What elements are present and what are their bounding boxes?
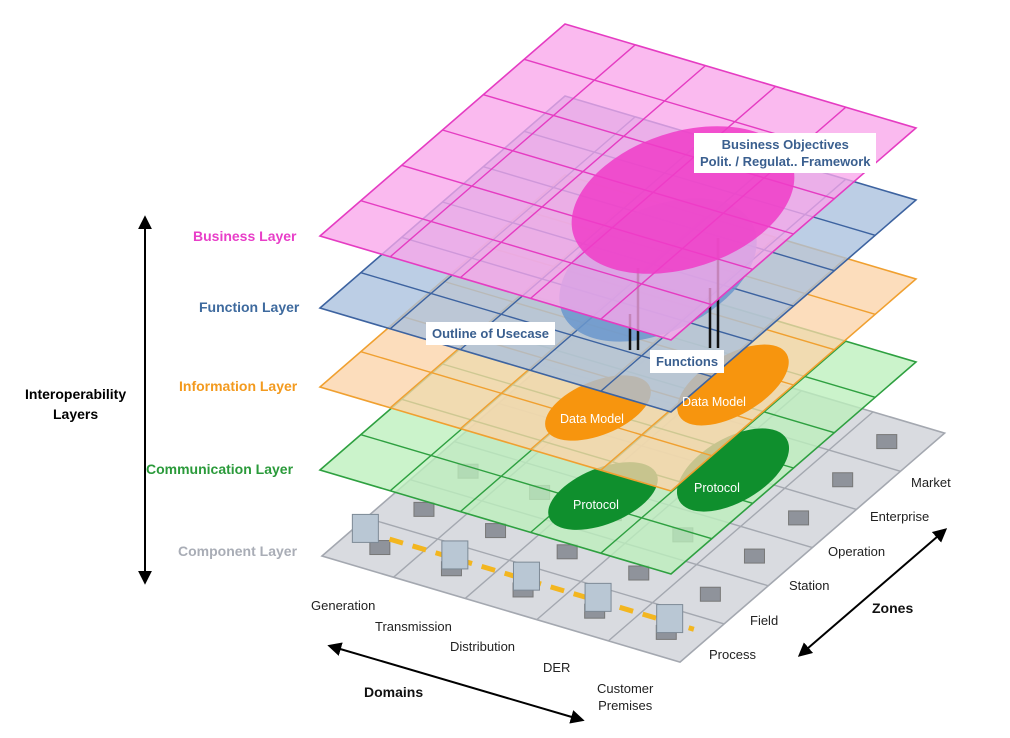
functions-callout: Functions [650, 350, 725, 373]
grid-line [360, 350, 713, 457]
data-model-ellipse-2 [677, 344, 789, 426]
component-device-icon [413, 501, 435, 517]
zones-axis-arrow [797, 528, 948, 657]
protocol-label-1: Protocol [573, 498, 619, 512]
domain-distribution: Distribution [450, 639, 516, 654]
protocol-label-2: Protocol [694, 481, 740, 495]
domains-axis-arrow [327, 642, 585, 724]
zone-operation: Operation [828, 544, 886, 559]
component-device-icon [832, 472, 854, 488]
power-asset-icon [584, 582, 612, 612]
grid-line [459, 65, 706, 279]
information-layer-label: Information Layer [179, 378, 298, 394]
grid-line [360, 199, 713, 306]
power-asset-icon [351, 513, 379, 543]
grid-line [389, 44, 636, 258]
domain-transmission: Transmission [375, 619, 452, 634]
power-asset-icon [441, 540, 469, 570]
zone-enterprise: Enterprise [870, 509, 930, 524]
data-model-label-1: Data Model [560, 412, 624, 426]
component-device-icon [556, 544, 578, 560]
domain-customer-premises: Customer Premises [597, 681, 654, 713]
component-device-icon [788, 510, 810, 526]
grid-line [360, 433, 713, 540]
business-objectives-text: Business Objectives [721, 137, 849, 152]
zone-field: Field [750, 613, 779, 628]
business-objectives-callout: Business Objectives Polit. / Regulat.. F… [694, 133, 877, 173]
power-asset-icon [512, 561, 540, 591]
component-device-icon [743, 548, 765, 564]
protocol-ellipse-2 [676, 428, 790, 512]
component-device-icon [485, 523, 507, 539]
power-asset-icon [656, 604, 684, 634]
business-layer-label: Business Layer [193, 228, 297, 244]
zone-process: Process [709, 647, 756, 662]
zone-market: Market [911, 475, 951, 490]
domain-generation: Generation [311, 598, 376, 613]
component-device-icon [699, 586, 721, 602]
domain-der: DER [543, 660, 571, 675]
function-layer-label: Function Layer [199, 299, 300, 315]
component-device-icon [369, 540, 391, 556]
component-device-icon [628, 565, 650, 581]
framework-text: Polit. / Regulat.. Framework [700, 154, 871, 169]
zone-station: Station [789, 578, 830, 593]
zones-title: Zones [872, 600, 914, 616]
component-device-icon [876, 434, 898, 450]
communication-layer-label: Communication Layer [146, 461, 294, 477]
power-line [388, 536, 695, 632]
data-model-label-2: Data Model [682, 395, 746, 409]
interoperability-layers-label: Interoperability Layers [25, 386, 127, 422]
usecase-callout: Outline of Usecase [426, 322, 556, 345]
grid-line [607, 411, 874, 642]
component-layer-label: Component Layer [178, 543, 298, 559]
domains-title: Domains [364, 684, 424, 700]
